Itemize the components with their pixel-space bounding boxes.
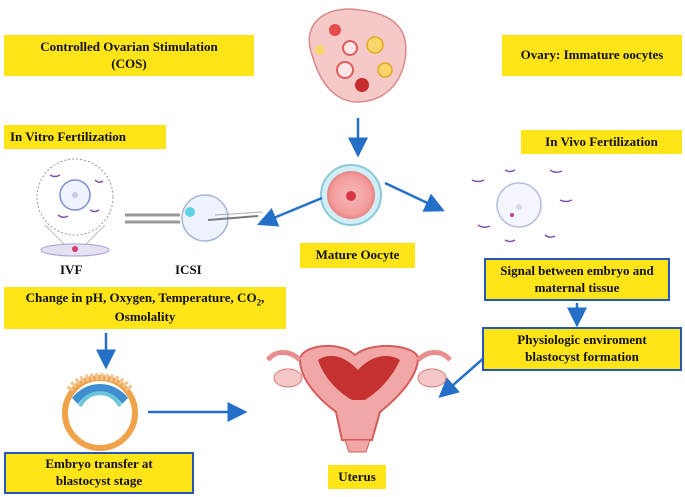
physiologic-box: Physiologic enviroment blastocyst format… bbox=[482, 327, 682, 371]
cos-box: Controlled Ovarian Stimulation (COS) bbox=[4, 35, 254, 76]
icsi-label: ICSI bbox=[175, 262, 202, 277]
ivf-section-text: In Vitro Fertilization bbox=[10, 128, 127, 144]
co2-subscript: 2 bbox=[256, 297, 262, 308]
change-box: Change in pH, Oxygen, Temperature, CO2, … bbox=[4, 287, 286, 329]
change-text-line1: Change in pH, Oxygen, Temperature, CO2, bbox=[26, 290, 265, 309]
cos-text: Controlled Ovarian Stimulation (COS) bbox=[40, 38, 218, 71]
blastocyst-illustration bbox=[62, 373, 138, 451]
ivf-illustration bbox=[36, 158, 114, 257]
ovary-text: Ovary: Immature oocytes bbox=[520, 47, 664, 63]
ivf-label: IVF bbox=[60, 262, 83, 277]
arrow-oocyte-to-invivo bbox=[384, 181, 445, 212]
uterus-label-box: Uterus bbox=[328, 465, 386, 489]
mature-oocyte-box: Mature Oocyte bbox=[300, 243, 415, 268]
arrow-oocyte-to-ivf bbox=[257, 196, 323, 227]
uterus-illustration bbox=[265, 344, 452, 453]
change-suffix: , bbox=[261, 289, 265, 305]
ivf-section-box: In Vitro Fertilization bbox=[4, 125, 166, 149]
invivo-section-text: In Vivo Fertilization bbox=[545, 133, 658, 149]
ovary-illustration bbox=[308, 8, 407, 103]
physiologic-text: Physiologic enviroment blastocyst format… bbox=[517, 332, 647, 364]
change-text-line2: Osmolality bbox=[114, 309, 176, 325]
uterus-label: Uterus bbox=[338, 468, 376, 484]
invivo-illustration bbox=[471, 169, 573, 243]
mature-oocyte-illustration bbox=[320, 164, 382, 226]
embryo-transfer-text: Embryo transfer at blastocyst stage bbox=[45, 456, 153, 488]
embryo-transfer-box: Embryo transfer at blastocyst stage bbox=[4, 452, 194, 494]
icsi-illustration bbox=[125, 194, 263, 242]
ovary-box: Ovary: Immature oocytes bbox=[502, 35, 682, 76]
signal-box: Signal between embryo and maternal tissu… bbox=[484, 258, 670, 301]
invivo-section-box: In Vivo Fertilization bbox=[521, 130, 682, 154]
change-line1: Change in pH, Oxygen, Temperature, CO bbox=[25, 289, 257, 305]
signal-text: Signal between embryo and maternal tissu… bbox=[500, 262, 654, 295]
mature-oocyte-text: Mature Oocyte bbox=[315, 247, 400, 263]
arrow-physiologic-to-uterus bbox=[438, 356, 486, 398]
